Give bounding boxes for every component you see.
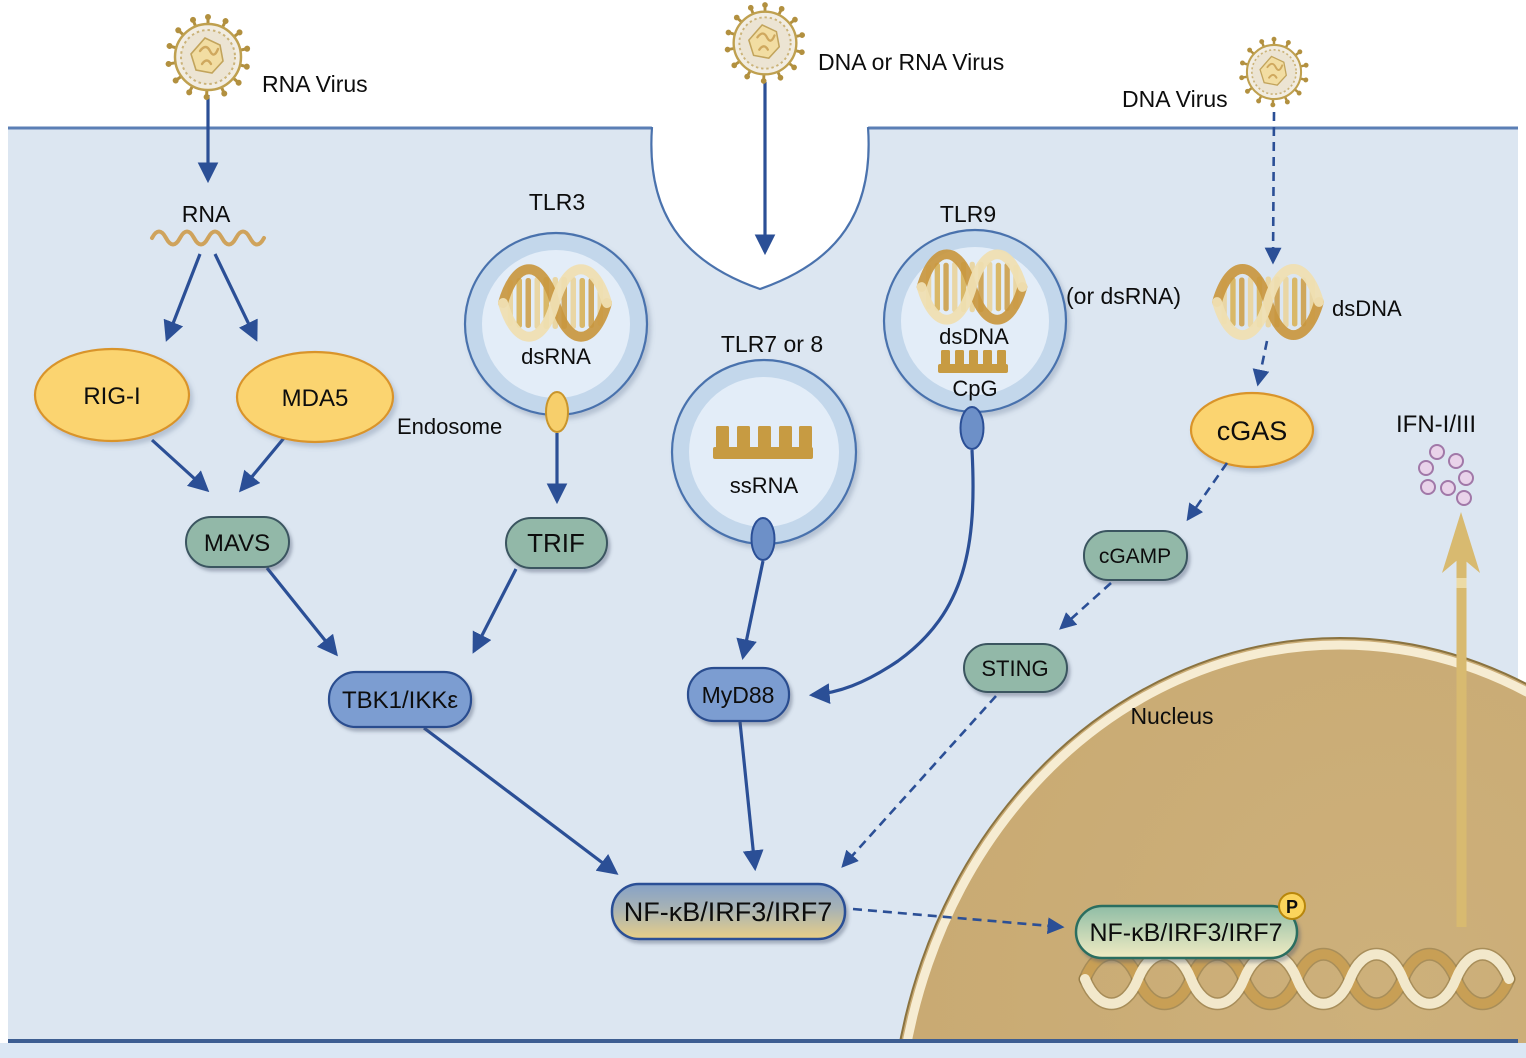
mda5-node bbox=[235, 350, 395, 444]
sting-node bbox=[963, 643, 1068, 693]
dsdna-helix-icon-cytosol bbox=[1217, 269, 1319, 335]
solid-arrows bbox=[150, 82, 975, 875]
dashed-arrows bbox=[841, 111, 1282, 935]
rna-virus-label: RNA Virus bbox=[262, 71, 368, 97]
arrow-dnavirus-entry bbox=[1264, 111, 1282, 265]
rna-label: RNA bbox=[182, 201, 231, 227]
dna-virus-icon bbox=[1237, 35, 1311, 109]
rna-virus-icon bbox=[163, 12, 252, 102]
dna-or-rna-virus-label: DNA or RNA Virus bbox=[818, 49, 1004, 75]
myd88-label: MyD88 bbox=[702, 682, 775, 708]
arrow-myd88-to-nfkb bbox=[738, 721, 764, 872]
dsrna-label: dsRNA bbox=[521, 344, 591, 369]
nfkb-irf-cytoplasm-label: NF-κB/IRF3/IRF7 bbox=[624, 897, 833, 927]
ifn-secretion-arrow-shaft bbox=[1456, 556, 1467, 927]
nucleus-envelope bbox=[899, 640, 1526, 1058]
extracellular-bottom bbox=[0, 1043, 1526, 1058]
arrow-cgas-to-cgamp bbox=[1186, 462, 1229, 522]
ifn-dots bbox=[1418, 444, 1474, 506]
tlr3-endosome: dsRNA bbox=[463, 231, 649, 433]
ssrna-label: ssRNA bbox=[730, 473, 799, 498]
sting-label: STING bbox=[981, 656, 1048, 681]
or-dsrna-label: (or dsRNA) bbox=[1066, 283, 1181, 309]
dna-rna-virus-icon bbox=[723, 0, 807, 86]
nfkb-irf-cytoplasm-node bbox=[610, 882, 847, 941]
rig-i-label: RIG-I bbox=[83, 383, 140, 410]
cgamp-label: cGAMP bbox=[1099, 545, 1171, 568]
nucleus-label: Nucleus bbox=[1130, 703, 1213, 729]
cpg-icon bbox=[938, 350, 1008, 373]
myd88-node bbox=[686, 666, 791, 723]
arrow-tlr9-to-myd88 bbox=[808, 449, 975, 705]
cgas-node bbox=[1189, 391, 1315, 469]
arrow-rna-to-rigi bbox=[163, 253, 202, 342]
cgas-label: cGAS bbox=[1217, 416, 1288, 446]
dsdna-endosome-label: dsDNA bbox=[939, 324, 1009, 349]
membrane-pit-outline bbox=[650, 126, 870, 291]
phospho-label: P bbox=[1286, 897, 1298, 917]
dsdna-helix-icon-endosome bbox=[922, 254, 1023, 319]
dsrna-helix-icon bbox=[503, 269, 607, 337]
trif-node bbox=[505, 517, 608, 569]
endosome-label: Endosome bbox=[397, 414, 502, 439]
tlr7-8-endosome: ssRNA bbox=[670, 358, 858, 561]
nucleus: Nucleus NF-κB/IRF3/IRF7 P bbox=[896, 637, 1526, 1058]
mda5-label: MDA5 bbox=[282, 385, 349, 412]
nfkb-irf-nucleus-node bbox=[1074, 904, 1299, 960]
arrow-mavs-to-tbk1 bbox=[265, 566, 338, 657]
tlr7-8-label: TLR7 or 8 bbox=[721, 331, 823, 357]
ssrna-icon bbox=[713, 426, 813, 459]
tlr9-endosome: dsDNA CpG bbox=[882, 228, 1068, 450]
tlr3-receptor bbox=[545, 391, 569, 433]
arrow-tlr78-to-myd88 bbox=[736, 560, 765, 661]
arrow-nfkb-translocation bbox=[852, 907, 1065, 935]
arrow-sting-to-nfkb bbox=[841, 695, 997, 868]
ifn-secretion-arrow-head bbox=[1442, 512, 1480, 573]
tbk1-ikke-node bbox=[327, 670, 473, 729]
arrow-rna-to-mda5 bbox=[213, 253, 258, 342]
tlr7-8-receptor bbox=[750, 517, 776, 561]
mavs-node bbox=[185, 516, 290, 568]
arrow-rigi-to-mavs bbox=[150, 438, 210, 493]
dsdna-cytosol-label: dsDNA bbox=[1332, 296, 1402, 321]
rna-squiggle-icon bbox=[150, 229, 266, 247]
trif-label: TRIF bbox=[527, 528, 585, 558]
tbk1-ikke-label: TBK1/IKKε bbox=[342, 687, 458, 714]
ifn-secretion-arrow-notch bbox=[1456, 578, 1467, 588]
rig-i-node bbox=[33, 347, 191, 443]
dna-virus-label: DNA Virus bbox=[1122, 86, 1228, 112]
arrow-trif-to-tbk1 bbox=[472, 568, 518, 654]
tlr9-label: TLR9 bbox=[940, 201, 996, 227]
tlr3-label: TLR3 bbox=[529, 189, 585, 215]
cpg-label: CpG bbox=[952, 376, 997, 401]
membrane-pit bbox=[651, 124, 869, 289]
cgamp-node bbox=[1083, 530, 1188, 581]
ifn-secretion: IFN-I/III bbox=[1396, 411, 1480, 927]
arrow-mda5-to-mavs bbox=[239, 436, 286, 493]
mavs-label: MAVS bbox=[204, 530, 270, 557]
arrow-tbk1-to-nfkb bbox=[423, 726, 619, 875]
arrow-cgamp-to-sting bbox=[1059, 582, 1112, 630]
nfkb-irf-nucleus-label: NF-κB/IRF3/IRF7 bbox=[1089, 919, 1282, 947]
ifn-label: IFN-I/III bbox=[1396, 411, 1476, 438]
phospho-badge bbox=[1278, 892, 1306, 920]
tlr9-receptor bbox=[959, 406, 985, 450]
arrow-dsdna-to-cgas bbox=[1252, 340, 1270, 387]
